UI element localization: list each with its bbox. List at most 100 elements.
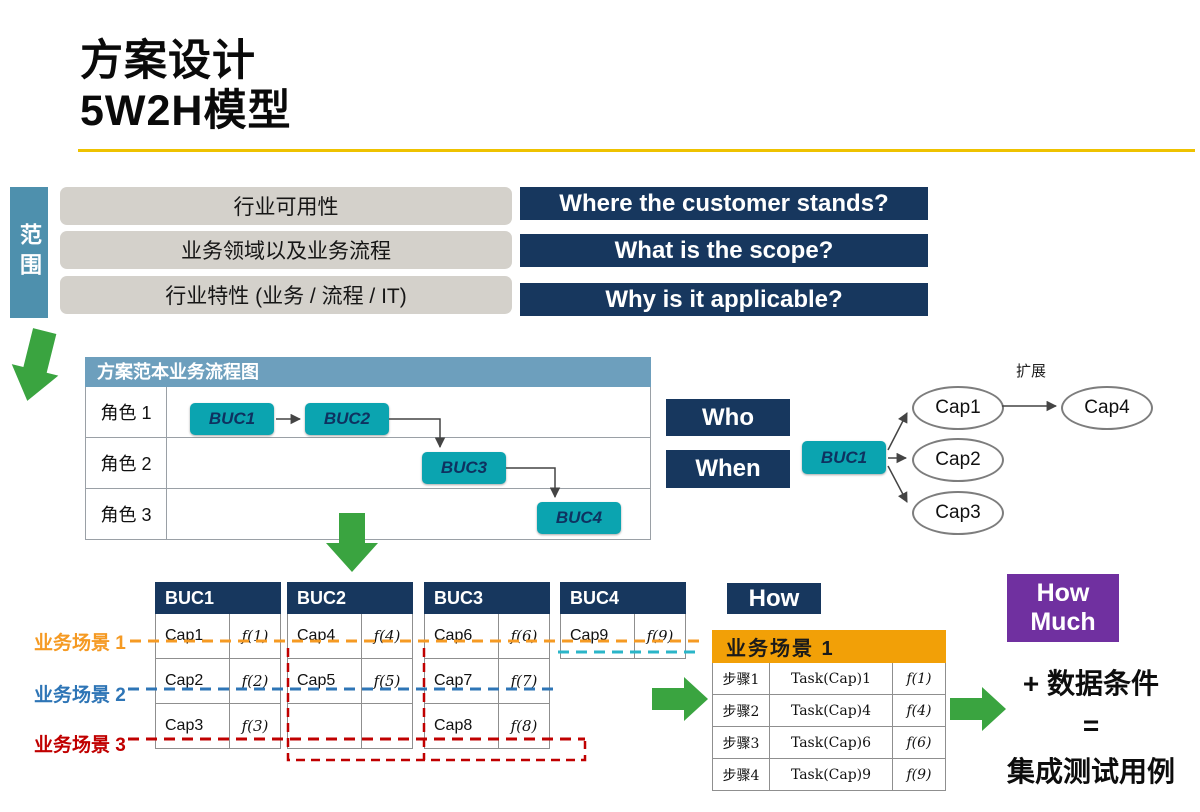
f-cell: f(7) <box>510 672 538 690</box>
result-block: + 数据条件 = 集成测试用例 <box>985 662 1197 790</box>
table-row: Cap1 f(1) <box>156 614 280 659</box>
buc2-table: BUC2 Cap4 f(4) Cap5 f(5) <box>287 582 413 749</box>
cap-cell <box>288 704 362 748</box>
table-row: Cap3 f(3) <box>156 704 280 748</box>
cap3-node: Cap3 <box>912 491 1004 535</box>
buc1-chip: BUC1 <box>190 403 274 435</box>
f-cell: f(5) <box>373 672 401 690</box>
step-cell: 步骤1 <box>713 663 770 694</box>
step-cell: 步骤3 <box>713 727 770 758</box>
f-cell: f(4) <box>906 702 932 719</box>
cap1-node: Cap1 <box>912 386 1004 430</box>
right-arrow-to-scenario <box>652 677 708 721</box>
cap-cell: Cap2 <box>156 659 230 703</box>
step-cell: 步骤2 <box>713 695 770 726</box>
how-much-line2: Much <box>1030 608 1096 636</box>
scenario-label-3: 业务场景 3 <box>34 735 126 756</box>
flow-role-3: 角色 3 <box>86 489 167 539</box>
scope-tab: 范围 <box>10 187 48 318</box>
cap-cell: Cap3 <box>156 704 230 748</box>
flow-row-role1: 角色 1 <box>86 387 650 438</box>
result-plus-data-condition: + 数据条件 <box>1022 668 1160 699</box>
scenario-table: 业务场景 1 步骤1 Task(Cap)1 f(1) 步骤2 Task(Cap)… <box>712 630 946 791</box>
f-cell: f(8) <box>510 717 538 735</box>
who-box: Who <box>666 399 790 436</box>
step-cell: 步骤4 <box>713 759 770 790</box>
table-row: Cap7 f(7) <box>425 659 549 704</box>
cap2-node: Cap2 <box>912 438 1004 482</box>
task-cell: Task(Cap)4 <box>770 695 893 726</box>
flow-table-title: 方案范本业务流程图 <box>85 357 651 387</box>
cap-cell: Cap7 <box>425 659 499 703</box>
f-cell: f(6) <box>906 734 932 751</box>
flow-role-1: 角色 1 <box>86 387 167 437</box>
connector-buc1-cap3 <box>887 465 908 503</box>
when-box: When <box>666 450 790 488</box>
f-cell: f(4) <box>373 627 401 645</box>
f-cell: f(2) <box>241 672 269 690</box>
table-row: Cap9 f(9) <box>561 614 685 658</box>
task-cell: Task(Cap)1 <box>770 663 893 694</box>
f-cell: f(1) <box>241 627 269 645</box>
scenario-label-2: 业务场景 2 <box>34 685 126 706</box>
table-row: Cap2 f(2) <box>156 659 280 704</box>
result-outcome: 集成测试用例 <box>1006 756 1175 787</box>
result-equals: = <box>1082 710 1100 741</box>
buc4-table-header: BUC4 <box>560 582 686 614</box>
f-cell: f(6) <box>510 627 538 645</box>
table-row: 步骤1 Task(Cap)1 f(1) <box>713 663 945 695</box>
table-row <box>288 704 412 748</box>
cap-cell: Cap8 <box>425 704 499 748</box>
task-cell: Task(Cap)9 <box>770 759 893 790</box>
buc3-table-header: BUC3 <box>424 582 550 614</box>
expand-label: 扩展 <box>1016 363 1047 380</box>
scenario-table-header: 业务场景 1 <box>712 630 946 663</box>
flow-row-role3: 角色 3 <box>86 489 650 539</box>
table-row: Cap8 f(8) <box>425 704 549 748</box>
cap-cell: Cap9 <box>561 614 635 658</box>
task-cell: Task(Cap)6 <box>770 727 893 758</box>
buc2-table-header: BUC2 <box>287 582 413 614</box>
table-row: 步骤2 Task(Cap)4 f(4) <box>713 695 945 727</box>
title-underline <box>78 149 1195 152</box>
scope-tab-label: 范围 <box>17 222 42 283</box>
cap4-node: Cap4 <box>1061 386 1153 430</box>
f-cell: f(1) <box>906 670 932 687</box>
how-box: How <box>727 583 821 614</box>
f-cell: f(9) <box>646 627 674 645</box>
buc1-table-header: BUC1 <box>155 582 281 614</box>
scenario-label-1: 业务场景 1 <box>34 633 126 654</box>
bent-down-arrow <box>11 328 59 401</box>
flow-role-2: 角色 2 <box>86 438 167 488</box>
f-cell <box>362 704 412 748</box>
question-what: What is the scope? <box>520 234 928 267</box>
cap-cell: Cap6 <box>425 614 499 658</box>
table-row: 步骤3 Task(Cap)6 f(6) <box>713 727 945 759</box>
buc4-table: BUC4 Cap9 f(9) <box>560 582 686 659</box>
question-where: Where the customer stands? <box>520 187 928 220</box>
buc2-chip: BUC2 <box>305 403 389 435</box>
cap-cell: Cap5 <box>288 659 362 703</box>
scope-row-industry-characteristics: 行业特性 (业务 / 流程 / IT) <box>60 276 512 314</box>
table-row: Cap5 f(5) <box>288 659 412 704</box>
buc1-node: BUC1 <box>802 441 886 474</box>
question-why: Why is it applicable? <box>520 283 928 316</box>
scope-row-industry-availability: 行业可用性 <box>60 187 512 225</box>
buc1-table: BUC1 Cap1 f(1) Cap2 f(2) Cap3 f(3) <box>155 582 281 749</box>
cap-cell: Cap1 <box>156 614 230 658</box>
buc3-table: BUC3 Cap6 f(6) Cap7 f(7) Cap8 f(8) <box>424 582 550 749</box>
page-title-line2: 5W2H模型 <box>80 87 292 135</box>
table-row: Cap4 f(4) <box>288 614 412 659</box>
f-cell: f(3) <box>241 717 269 735</box>
cap-cell: Cap4 <box>288 614 362 658</box>
connector-buc1-cap1 <box>887 412 908 451</box>
how-much-line1: How <box>1036 579 1090 608</box>
table-row: Cap6 f(6) <box>425 614 549 659</box>
flow-row-role2: 角色 2 <box>86 438 650 489</box>
buc4-chip: BUC4 <box>537 502 621 534</box>
page-title-line1: 方案设计 <box>80 37 256 85</box>
scope-row-business-domain: 业务领域以及业务流程 <box>60 231 512 269</box>
table-row: 步骤4 Task(Cap)9 f(9) <box>713 759 945 790</box>
buc3-chip: BUC3 <box>422 452 506 484</box>
